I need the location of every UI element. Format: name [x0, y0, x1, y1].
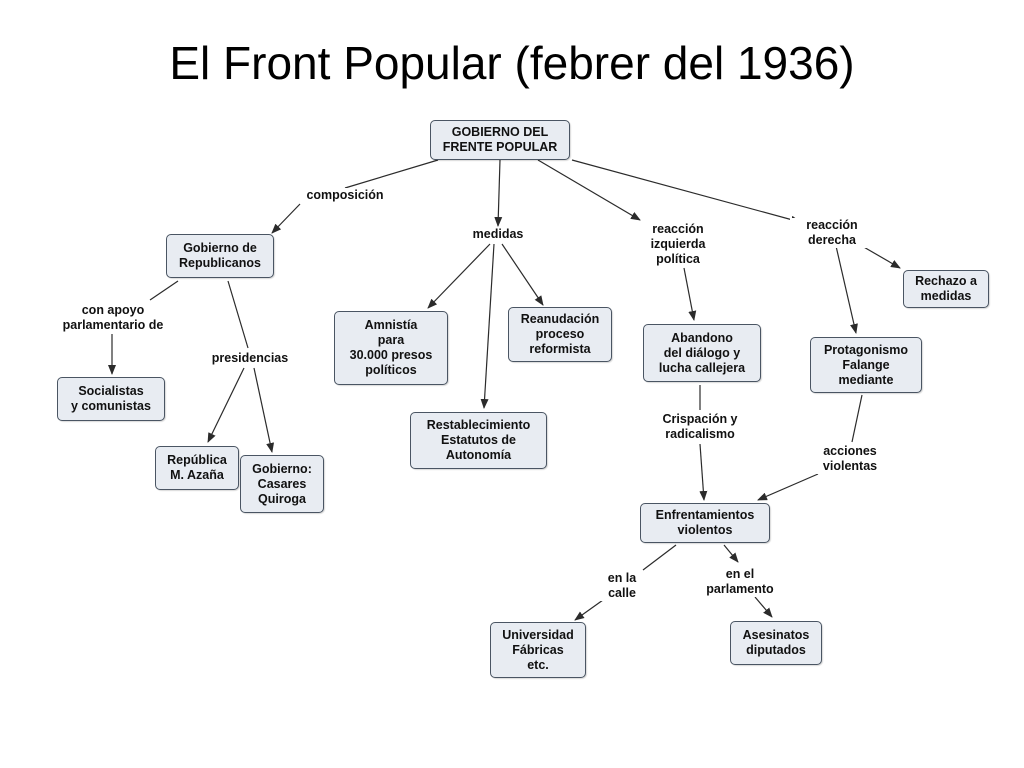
node-gobierno-republicanos: Gobierno de Republicanos [166, 234, 274, 278]
node-gobierno-casares-quiroga: Gobierno: Casares Quiroga [240, 455, 324, 513]
edge-medidas-reanudacion [501, 243, 544, 306]
link-label-composicion: composición [290, 188, 400, 203]
edge-root-reaccion-izq [537, 159, 641, 221]
edge-presidencias-casares [253, 367, 275, 453]
node-rechazo-medidas: Rechazo a medidas [903, 270, 989, 308]
edge-root-composicion [344, 159, 439, 189]
edge-izq-abandono [683, 267, 697, 321]
link-label-reaccion-derecha: reacción derecha [790, 218, 874, 248]
edge-republicanos-apoyo [149, 280, 179, 301]
node-socialistas-comunistas: Socialistas y comunistas [57, 377, 165, 421]
link-label-acciones-violentas: acciones violentas [805, 444, 895, 474]
edge-root-reaccion-der [571, 159, 801, 224]
edge-presidencias-republica [207, 367, 245, 443]
node-reanudacion: Reanudación proceso reformista [508, 307, 612, 362]
node-enfrentamientos-violentos: Enfrentamientos violentos [640, 503, 770, 543]
node-abandono-dialogo: Abandono del diálogo y lucha callejera [643, 324, 761, 382]
node-gobierno-frente-popular: GOBIERNO DEL FRENTE POPULAR [430, 120, 570, 160]
edge-calle-universidad [574, 599, 604, 621]
edge-crispacion-enfrentamientos [699, 443, 708, 501]
link-label-medidas: medidas [460, 227, 536, 242]
edge-acciones-enfrentamientos [757, 473, 819, 501]
edge-parlamento-asesinatos [754, 596, 773, 618]
node-amnistia: Amnistía para 30.000 presos políticos [334, 311, 448, 385]
link-label-en-el-parlamento: en el parlamento [695, 567, 785, 597]
link-label-en-la-calle: en la calle [595, 571, 649, 601]
link-label-presidencias: presidencias [198, 351, 302, 366]
edge-der-protagonismo [835, 245, 858, 334]
edge-medidas-restablecimiento [480, 243, 495, 409]
edge-republicanos-presidencias [227, 280, 249, 349]
link-label-crispacion: Crispación y radicalismo [645, 412, 755, 442]
link-label-con-apoyo: con apoyo parlamentario de [48, 303, 178, 333]
edge-protagonismo-acciones [851, 394, 863, 443]
edge-root-medidas [494, 159, 503, 227]
edge-enfrentamientos-parlamento [723, 544, 739, 563]
link-label-reaccion-izquierda: reacción izquierda política [630, 222, 726, 267]
node-restablecimiento: Restablecimiento Estatutos de Autonomía [410, 412, 547, 469]
edge-medidas-amnistia [427, 243, 491, 309]
edge-der-rechazo [861, 245, 901, 269]
slide-title: El Front Popular (febrer del 1936) [169, 37, 855, 89]
node-republica-azana: República M. Azaña [155, 446, 239, 490]
edge-enfrentamientos-calle [642, 544, 677, 571]
edge-composicion-republicanos [271, 203, 301, 234]
node-universidad-fabricas: Universidad Fábricas etc. [490, 622, 586, 678]
node-asesinatos-diputados: Asesinatos diputados [730, 621, 822, 665]
node-protagonismo-falange: Protagonismo Falange mediante [810, 337, 922, 393]
